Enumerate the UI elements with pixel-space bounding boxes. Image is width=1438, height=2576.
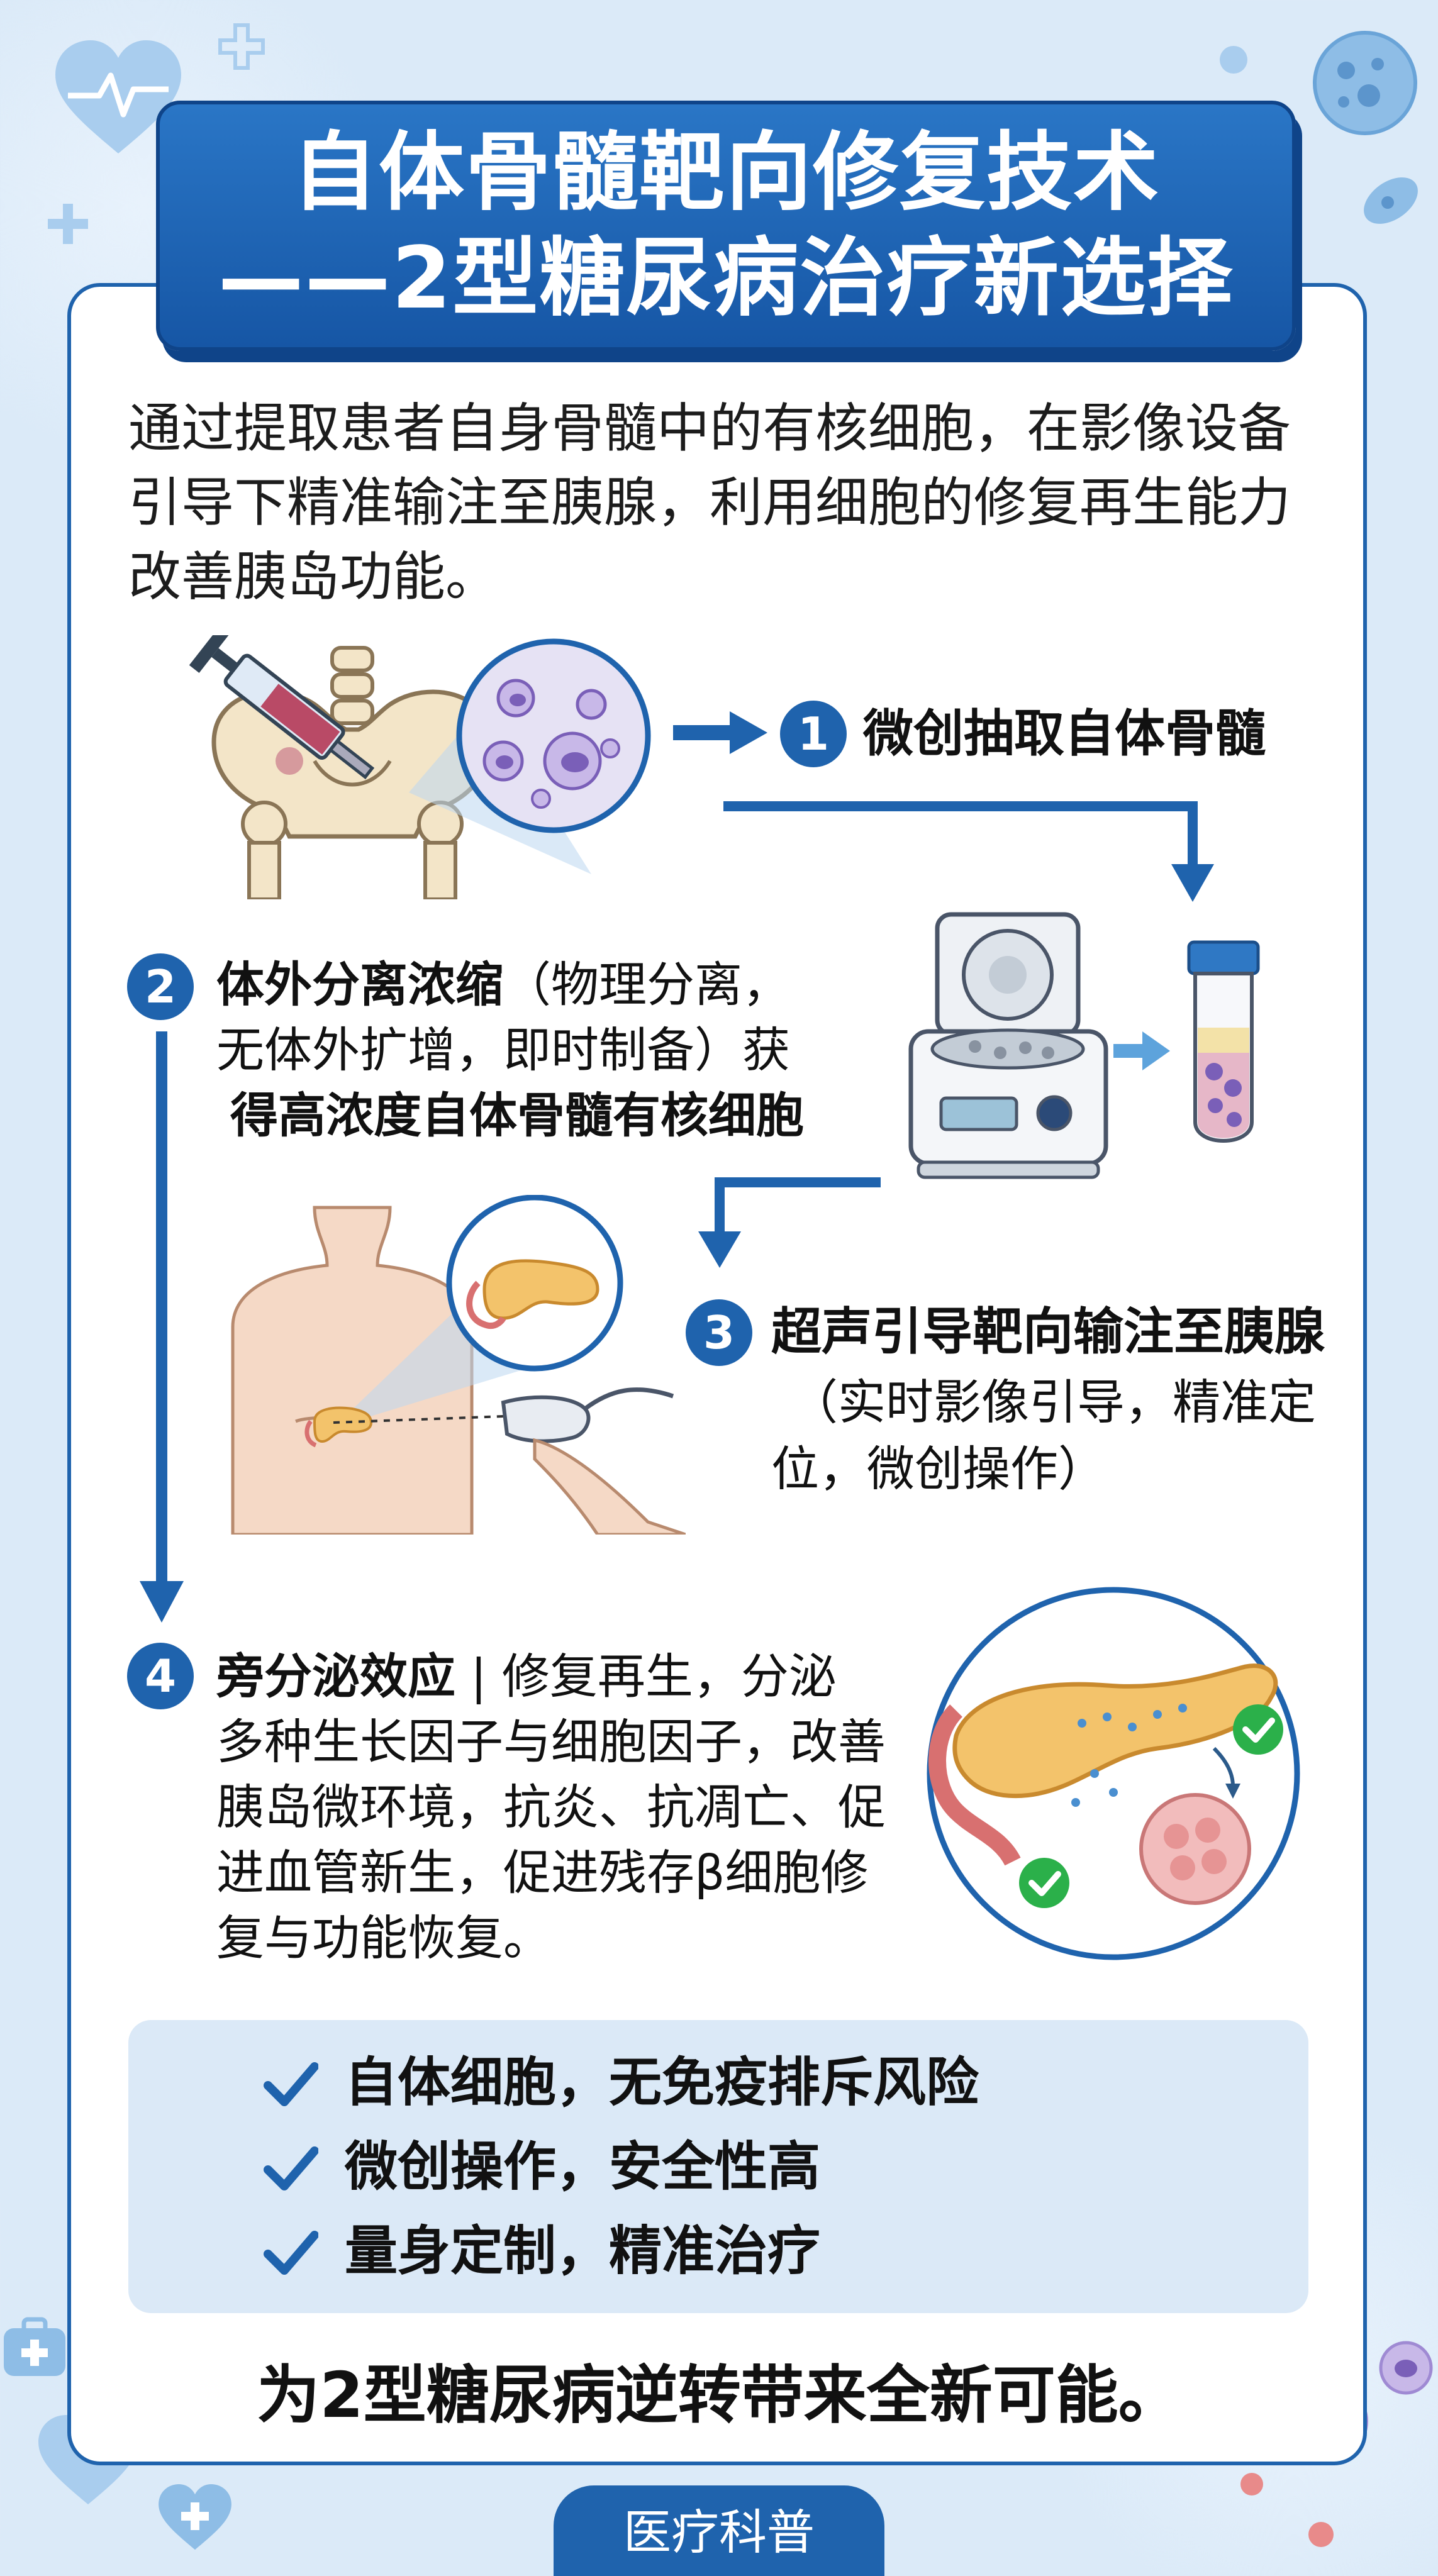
arrow-right-icon: [673, 711, 767, 754]
step-3-line3: 位，微创操作）: [771, 1441, 1106, 1497]
benefit-text: 量身定制，精准治疗: [345, 2220, 821, 2282]
check-badge: [1233, 1704, 1283, 1755]
check-icon: [264, 2146, 318, 2190]
dot-icon: [1220, 46, 1247, 74]
step-2-title: 体外分离浓缩: [216, 957, 503, 1013]
step-2-line2: 无体外扩增，即时制备）获: [216, 1022, 790, 1078]
step-4-title: 旁分泌效应: [216, 1648, 455, 1704]
heart-pulse-icon: [55, 40, 181, 153]
check-icon: [264, 2231, 318, 2275]
benefit-item: 自体细胞，无免疫排斥风险: [264, 2048, 1288, 2117]
page-subtitle: ——2型糖尿病治疗新选择: [218, 229, 1234, 328]
cell-icon: [1379, 2341, 1433, 2395]
check-icon: [264, 2062, 318, 2106]
arrow-right-icon: [1113, 1031, 1170, 1070]
bacteria-icon: [1364, 177, 1418, 224]
step-1-title: 微创抽取自体骨髓: [863, 704, 1266, 763]
vertical-arrow-icon: [140, 1031, 184, 1623]
plus-icon: [48, 204, 88, 244]
step-3-title: 超声引导靶向输注至胰腺: [771, 1302, 1325, 1361]
centrifuge-illustration: [908, 912, 1108, 1179]
test-tube-illustration: [1187, 940, 1260, 1143]
step-4-number: 4: [127, 1643, 194, 1709]
connector-arrow-down-icon: [723, 801, 1214, 902]
step-2-line1: （物理分离，: [503, 957, 790, 1013]
cell-icon: [1313, 31, 1417, 135]
benefit-text: 自体细胞，无免疫排斥风险: [345, 2051, 979, 2113]
step-2-text: 体外分离浓缩（物理分离， 无体外扩增，即时制备）获 得高浓度自体骨髓有核细胞: [216, 952, 908, 1148]
step-1-number: 1: [780, 701, 847, 767]
medical-kit-icon: [4, 2317, 65, 2376]
step-4-text: 旁分泌效应 | 修复再生，分泌 多种生长因子与细胞因子，改善 胰岛微环境，抗炎、…: [216, 1644, 927, 1971]
step-3-number: 3: [686, 1299, 752, 1366]
benefit-item: 量身定制，精准治疗: [264, 2216, 1288, 2285]
closing-statement: 为2型糖尿病逆转带来全新可能。: [257, 2358, 1181, 2432]
benefit-text: 微创操作，安全性高: [345, 2136, 821, 2197]
title-banner: 自体骨髓靶向修复技术 ——2型糖尿病治疗新选择: [156, 101, 1296, 351]
page-title: 自体骨髓靶向修复技术: [292, 123, 1160, 223]
benefits-box: 自体细胞，无免疫排斥风险 微创操作，安全性高 量身定制，精准治疗: [128, 2020, 1308, 2313]
heart-plus-icon: [159, 2484, 231, 2550]
step-3-line2: （实时影像引导，精准定: [790, 1374, 1316, 1430]
step-4-line1: | 修复再生，分泌: [455, 1648, 837, 1704]
ultrasound-injection-illustration: [231, 1195, 686, 1535]
footer-tag: 医疗科普: [554, 2485, 884, 2576]
step-4-line2: 多种生长因子与细胞因子，改善: [216, 1714, 886, 1770]
step-4-line4: 进血管新生，促进残存β细胞修: [216, 1845, 869, 1901]
bone-marrow-extraction-illustration: [189, 635, 651, 899]
step-2-number: 2: [127, 953, 194, 1020]
benefit-item: 微创操作，安全性高: [264, 2132, 1288, 2201]
step-4-line5: 复与功能恢复。: [216, 1910, 551, 1966]
pancreas-repair-illustration: [927, 1587, 1300, 1960]
connector-arrow-down-icon: [698, 1177, 881, 1268]
plus-icon: [218, 23, 265, 70]
intro-text: 通过提取患者自身骨髓中的有核细胞，在影像设备引导下精准输注至胰腺，利用细胞的修复…: [128, 397, 1291, 608]
step-2-line3: 得高浓度自体骨髓有核细胞: [230, 1087, 804, 1143]
step-4-line3: 胰岛微环境，抗炎、抗凋亡、促: [216, 1779, 886, 1835]
